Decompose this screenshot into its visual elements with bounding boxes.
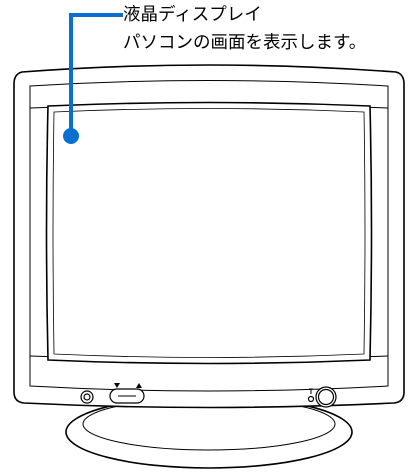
up-down-arrow-icons bbox=[114, 383, 142, 388]
callout-leader bbox=[69, 13, 123, 134]
power-button-icon bbox=[307, 386, 337, 408]
callout-marker-dot bbox=[63, 128, 79, 144]
adjust-rocker bbox=[109, 388, 145, 404]
callout-description: パソコンの画面を表示します。 bbox=[123, 33, 367, 53]
power-led-icon bbox=[80, 390, 94, 404]
front-controls bbox=[80, 383, 337, 408]
lcd-screen bbox=[45, 101, 373, 365]
callout-title: 液晶ディスプレイ bbox=[123, 5, 262, 25]
